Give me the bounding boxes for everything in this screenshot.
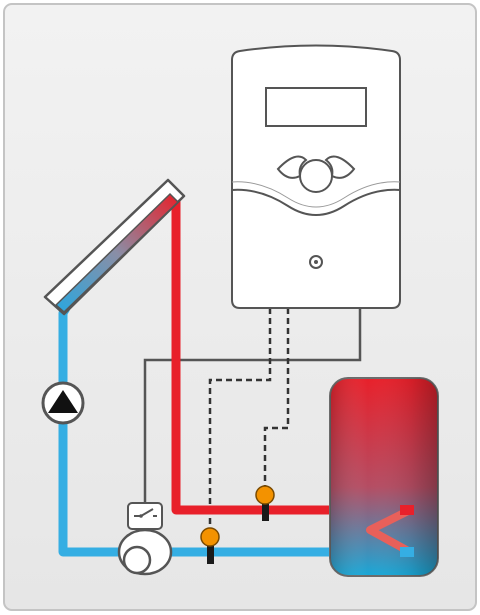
right-arrow-key-icon xyxy=(324,155,356,179)
collector-return-sensor xyxy=(200,527,220,564)
storage-tank xyxy=(329,377,439,577)
tank-flow-sensor xyxy=(255,485,275,521)
control-wire xyxy=(143,308,362,510)
heat-exchanger-coil xyxy=(366,506,412,556)
sensor-cable-tank xyxy=(263,308,290,492)
solar-controller xyxy=(231,44,401,309)
sensor-cable-return xyxy=(208,308,272,532)
valve-actuator xyxy=(117,502,173,576)
ok-key-icon xyxy=(299,159,333,193)
controller-display xyxy=(265,87,367,127)
left-arrow-key-icon xyxy=(276,155,308,179)
circulation-pump xyxy=(41,381,85,425)
solar-collector xyxy=(43,178,186,316)
